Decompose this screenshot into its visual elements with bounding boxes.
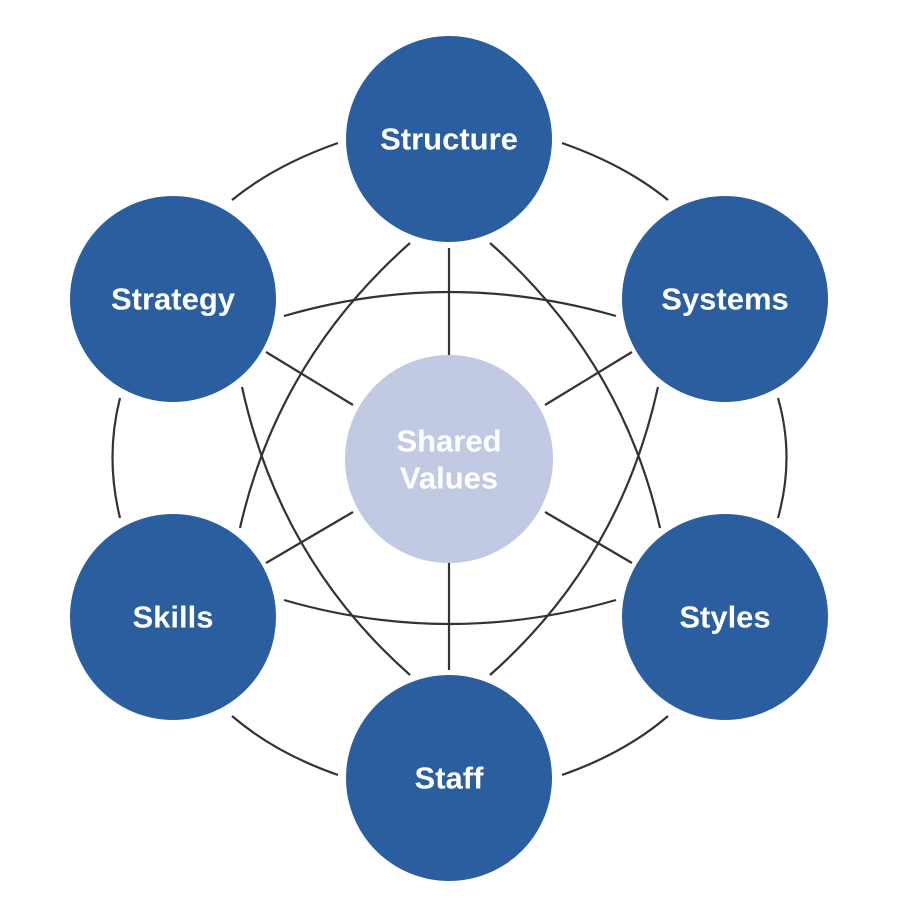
ring-arc-skills-strategy <box>111 397 122 519</box>
ring-arc-staff-skills <box>231 715 339 777</box>
ring-arc-structure-systems <box>561 141 669 201</box>
shared-values-node: Shared Values <box>345 355 553 563</box>
cross-arcs <box>238 242 662 676</box>
staff-label: Staff <box>415 761 485 796</box>
styles-node: Styles <box>622 514 828 720</box>
systems-circle <box>622 196 828 402</box>
shared-values-label-line1: Shared <box>396 424 501 459</box>
ring-arc-systems-styles <box>776 397 788 519</box>
strategy-node: Strategy <box>70 196 276 402</box>
ring-arc-strategy-structure <box>231 141 339 201</box>
structure-node: Structure <box>346 36 552 242</box>
arc-systems-staff <box>489 386 660 676</box>
outer-ring <box>111 141 788 777</box>
shared-values-label-line2: Values <box>400 461 498 496</box>
spoke-systems <box>544 351 633 406</box>
spoke-strategy <box>265 351 354 406</box>
arc-strategy-staff <box>240 386 411 676</box>
staff-circle <box>346 675 552 881</box>
skills-node: Skills <box>70 514 276 720</box>
styles-circle <box>622 514 828 720</box>
skills-circle <box>70 514 276 720</box>
skills-label: Skills <box>133 600 214 635</box>
systems-label: Systems <box>661 282 789 317</box>
styles-label: Styles <box>679 600 770 635</box>
arc-structure-skills <box>238 242 411 529</box>
systems-node: Systems <box>622 196 828 402</box>
arc-strategy-systems <box>283 290 617 318</box>
shared-values-circle <box>345 355 553 563</box>
spoke-skills <box>265 511 354 564</box>
arc-structure-styles <box>489 242 662 529</box>
spoke-styles <box>544 511 633 564</box>
ring-arc-styles-staff <box>561 715 669 777</box>
spokes <box>265 248 633 670</box>
staff-node: Staff <box>346 675 552 881</box>
arc-skills-styles <box>283 598 617 626</box>
strategy-circle <box>70 196 276 402</box>
strategy-label: Strategy <box>111 282 236 317</box>
structure-label: Structure <box>380 122 518 157</box>
structure-circle <box>346 36 552 242</box>
